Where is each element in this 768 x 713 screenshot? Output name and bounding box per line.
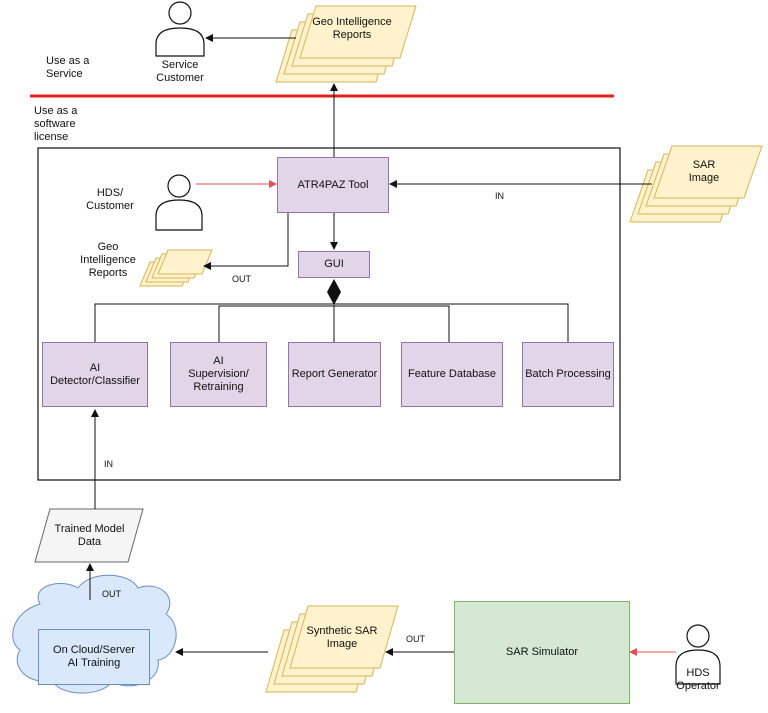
gui-box[interactable]: GUI — [298, 251, 370, 278]
sar-simulator-box[interactable]: SAR Simulator — [454, 601, 630, 704]
zone-service-label: Use as a Service — [46, 55, 90, 80]
atr4paz-tool-box[interactable]: ATR4PAZ Tool — [277, 157, 389, 213]
out-synthetic-label: OUT — [406, 634, 425, 644]
batch-processing-box[interactable]: Batch Processing — [522, 342, 614, 407]
out-reports-label: OUT — [232, 274, 251, 284]
zone-license-label: Use as a software license — [34, 105, 78, 143]
ai-supervision-box[interactable]: AI Supervision/ Retraining — [170, 342, 267, 407]
out-model-label: OUT — [102, 589, 121, 599]
service-customer-label: Service Customer — [156, 59, 204, 84]
geo-reports-top-label: Geo Intelligence Reports — [312, 16, 392, 41]
system-boundary — [37, 147, 621, 481]
service-customer-actor — [155, 1, 205, 57]
hds-customer-label: HDS/ Customer — [86, 187, 134, 212]
tool-to-inner-reports-arrow — [203, 213, 289, 270]
ai-detector-box[interactable]: AI Detector/Classifier — [42, 342, 148, 407]
sar-image-stack — [629, 145, 763, 223]
geo-reports-inner-label: Geo Intelligence Reports — [80, 241, 136, 279]
geo-reports-inner-stack — [139, 249, 213, 287]
trained-model-shape — [34, 508, 144, 563]
synthetic-sar-stack — [265, 605, 399, 693]
synthetic-sar-label: Synthetic SAR Image — [306, 625, 378, 650]
gui-composition-tree — [94, 303, 569, 342]
hds-operator-actor — [675, 624, 721, 685]
report-generator-box[interactable]: Report Generator — [288, 342, 381, 407]
hds-operator-label: HDS Operator — [676, 667, 720, 692]
in-sar-label: IN — [495, 191, 504, 201]
in-model-label: IN — [104, 459, 113, 469]
sar-image-label: SAR Image — [688, 159, 720, 184]
cloud-training-box[interactable]: On Cloud/Server AI Training — [38, 629, 150, 685]
geo-reports-top-stack — [275, 5, 417, 83]
hds-customer-actor — [155, 174, 203, 231]
gui-composition-diamond — [327, 279, 341, 305]
feature-database-box[interactable]: Feature Database — [401, 342, 503, 407]
trained-model-label: Trained Model Data — [54, 523, 125, 548]
